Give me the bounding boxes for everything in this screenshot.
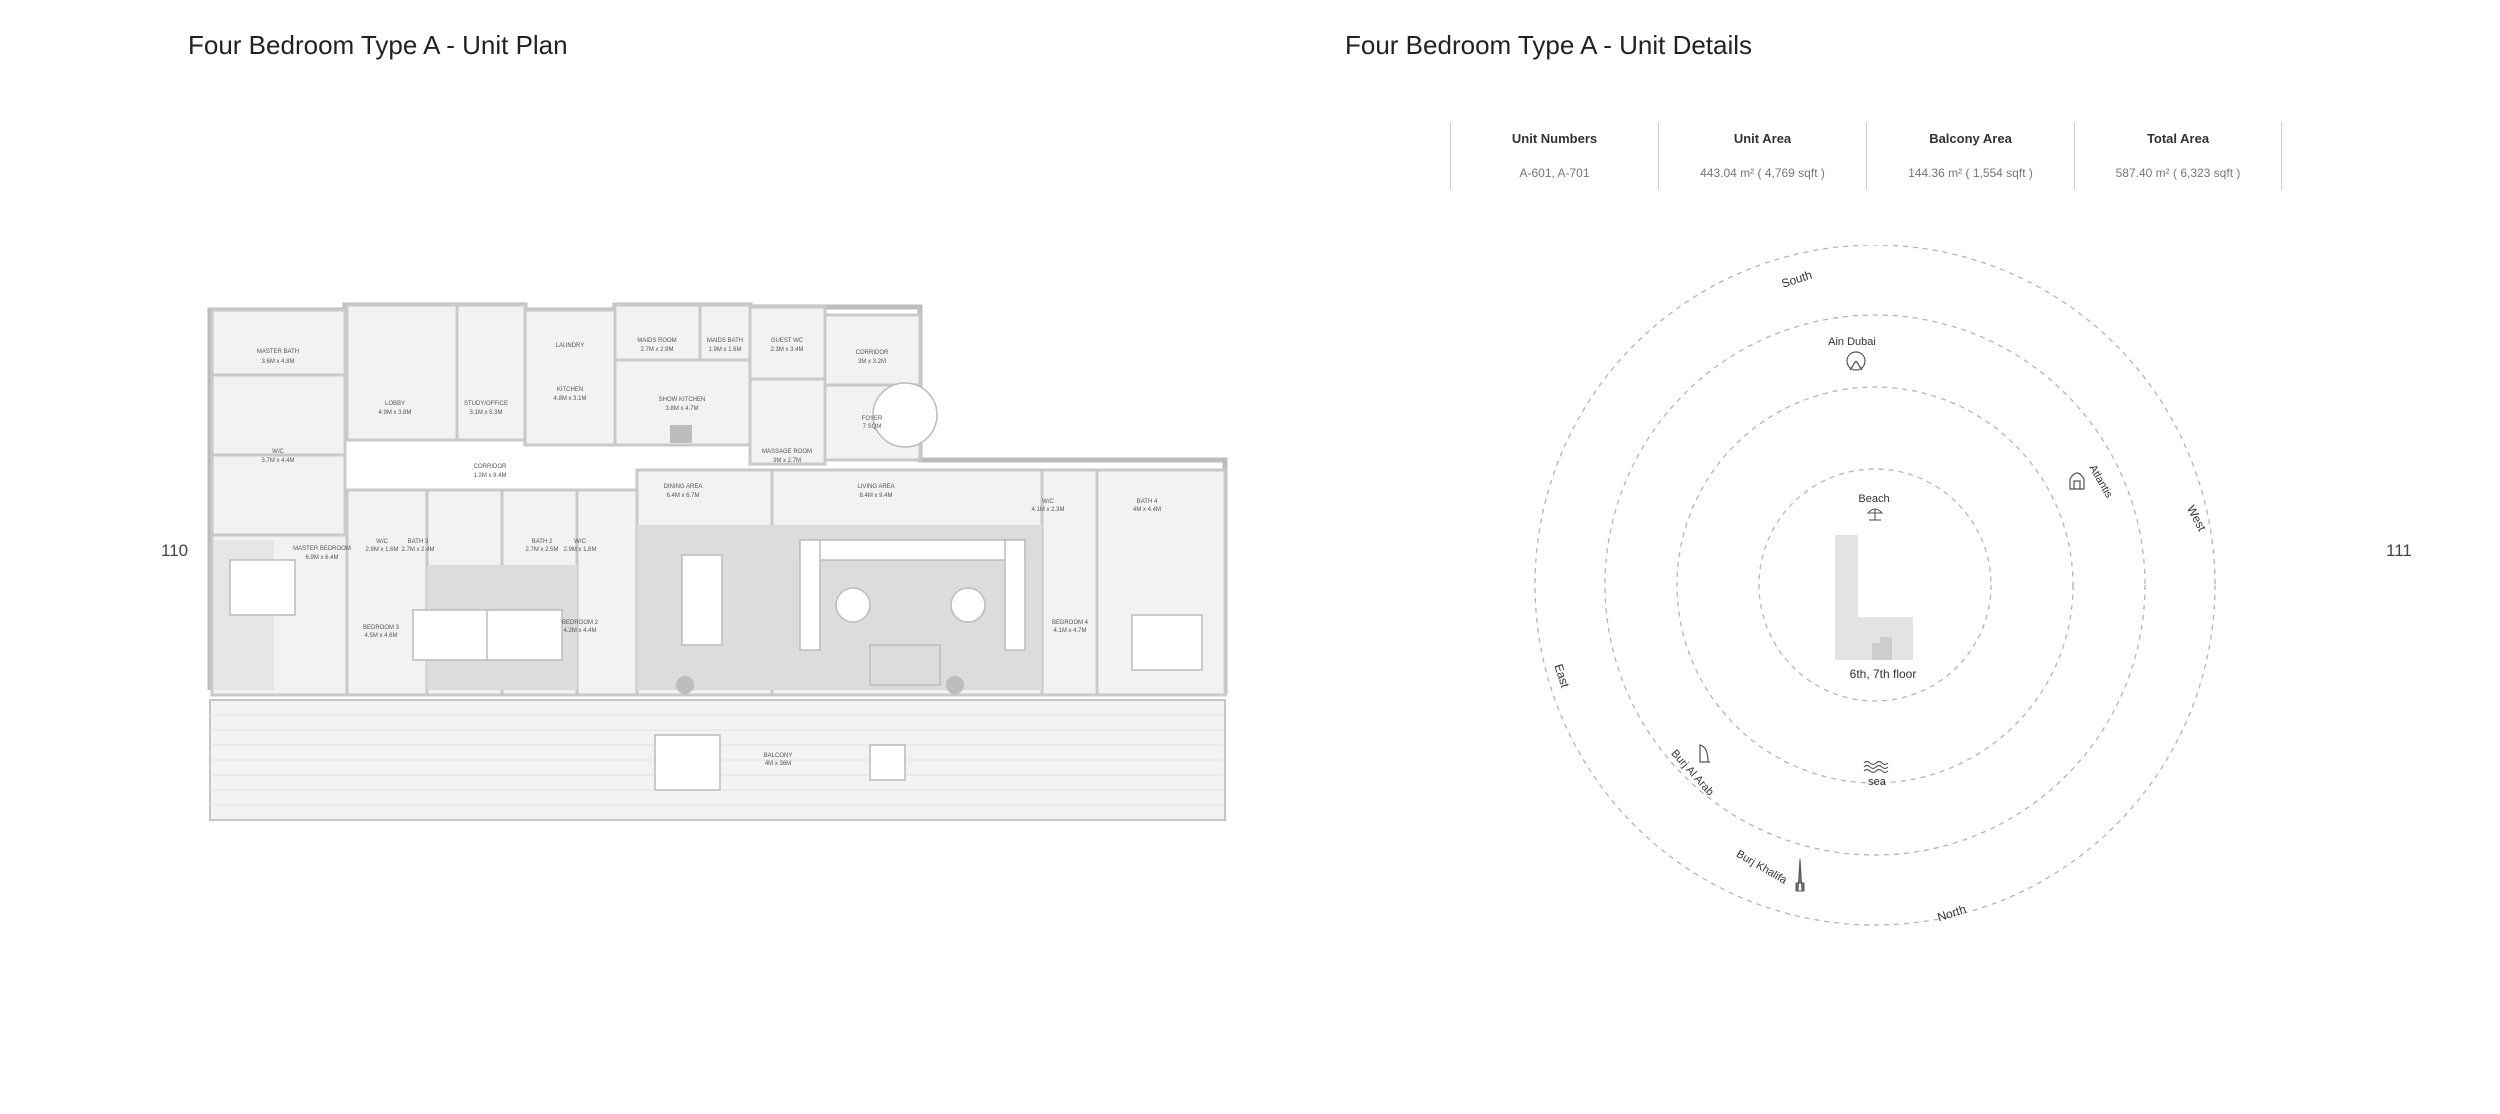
- room-label: W/C: [376, 539, 388, 545]
- room-label: STUDY/OFFICE: [464, 401, 508, 407]
- column-value: 443.04 m² ( 4,769 sqft ): [1700, 166, 1825, 180]
- room-size: 2.3M x 3.4M: [770, 347, 803, 353]
- room-label: FOYER: [862, 416, 883, 422]
- room-size: 3M x 2.7M: [773, 458, 801, 464]
- atlantis-icon: [2069, 472, 2085, 490]
- unit-details-table: Unit Numbers A-601, A-701 Unit Area 443.…: [1450, 122, 2282, 190]
- column-header: Balcony Area: [1929, 131, 2012, 146]
- room-label: LIVING AREA: [857, 484, 894, 490]
- direction-east: East: [1551, 662, 1572, 690]
- room-size: 4.5M x 4.6M: [364, 633, 397, 639]
- room-label: SHOW KITCHEN: [659, 397, 706, 403]
- sea-waves-icon: [1863, 760, 1889, 774]
- room-label: BALCONY: [764, 753, 793, 759]
- room-size: 1.9M x 1.6M: [708, 347, 741, 353]
- landmark-ain-dubai: Ain Dubai: [1828, 336, 1876, 348]
- room-size: 2.9M x 1.8M: [563, 547, 596, 553]
- floor-label: 6th, 7th floor: [1850, 667, 1917, 681]
- beach-umbrella-icon: [1866, 508, 1884, 521]
- room-label: MASTER BATH: [257, 349, 299, 355]
- room-label: BEDROOM 2: [562, 620, 599, 626]
- landmark-sea: sea: [1868, 776, 1887, 788]
- room-label: BATH 4: [1137, 499, 1158, 505]
- room-size: 6.9M x 6.4M: [305, 555, 338, 561]
- burj-al-arab-icon: [1699, 744, 1710, 763]
- room-size: 8.4M x 9.4M: [859, 493, 892, 499]
- details-column: Balcony Area 144.36 m² ( 1,554 sqft ): [1866, 122, 2074, 190]
- unit-plan-title: Four Bedroom Type A - Unit Plan: [188, 30, 568, 60]
- column-header: Unit Area: [1733, 131, 1792, 146]
- room-label: MAIDS BATH: [707, 338, 743, 344]
- column-header: Total Area: [2146, 131, 2210, 146]
- room-label: GUEST WC: [771, 338, 804, 344]
- room-size: 3.8M x 4.7M: [665, 406, 698, 412]
- room-label: KITCHEN: [557, 387, 583, 393]
- landmark-burj-al-arab: Burj Al Arab: [1669, 748, 1716, 799]
- room-size: 3.6M x 4.8M: [261, 359, 294, 365]
- room-label: CORRIDOR: [474, 464, 507, 470]
- ferris-wheel-icon: [1846, 351, 1866, 371]
- room-label: LAUNDRY: [556, 343, 585, 349]
- room-size: 1.2M x 9.4M: [473, 473, 506, 479]
- room-size: 2.7M x 2.4M: [401, 547, 434, 553]
- right-page-number: 111: [2386, 541, 2412, 560]
- room-label: LOBBY: [385, 401, 405, 407]
- direction-west: West: [2184, 503, 2209, 534]
- room-label: BATH 2: [532, 539, 553, 545]
- room-label: W/C: [272, 449, 284, 455]
- column-value: 587.40 m² ( 6,323 sqft ): [2115, 166, 2241, 180]
- room-label: MASSAGE ROOM: [762, 449, 812, 455]
- room-size: 7 SQM: [863, 424, 882, 430]
- room-label: CORRIDOR: [856, 350, 889, 356]
- column-header: Unit Numbers: [1511, 131, 1598, 146]
- room-label: BEDROOM 4: [1052, 620, 1089, 626]
- room-label: BATH 3: [408, 539, 429, 545]
- room-size: 2.9M x 1.6M: [365, 547, 398, 553]
- room-size: 3.7M x 4.4M: [261, 458, 294, 464]
- room-label: DINING AREA: [664, 484, 703, 490]
- room-size: 4M x 36M: [765, 761, 791, 767]
- room-label: MAIDS ROOM: [637, 338, 676, 344]
- room-size: 3M x 3.2M: [858, 359, 886, 365]
- direction-north: North: [1936, 902, 1968, 924]
- details-column: Unit Area 443.04 m² ( 4,769 sqft ): [1658, 122, 1866, 190]
- room-size: 4M x 4.4M: [1133, 507, 1161, 513]
- landmark-burj-khalifa: Burj Khalifa: [1734, 848, 1789, 887]
- unit-details-title: Four Bedroom Type A - Unit Details: [1345, 30, 1753, 60]
- left-page-number: 110: [161, 541, 189, 560]
- room-size: 4.1M x 2.3M: [1031, 507, 1064, 513]
- landmark-beach: Beach: [1858, 493, 1889, 505]
- room-size: 2.7M x 2.9M: [640, 347, 673, 353]
- room-size: 2.7M x 2.5M: [525, 547, 558, 553]
- floor-plan: MASTER BATH 3.6M x 4.8M LOBBY 4.9M x 3.8…: [207, 302, 1228, 821]
- room-label: W/C: [574, 539, 586, 545]
- direction-south: South: [1780, 268, 1814, 291]
- landmark-atlantis: Atlantis: [2086, 463, 2115, 501]
- room-label: 4.9M x 3.8M: [378, 410, 411, 416]
- room-size: 6.4M x 6.7M: [666, 493, 699, 499]
- room-size: 4.2M x 4.4M: [563, 628, 596, 634]
- details-column: Total Area 587.40 m² ( 6,323 sqft ): [2074, 122, 2282, 190]
- orientation-diagram: 6th, 7th floor South West North East Ain…: [1534, 245, 2216, 926]
- burj-khalifa-icon: [1795, 858, 1805, 892]
- room-label: W/C: [1042, 499, 1054, 505]
- room-size: 4.8M x 3.1M: [553, 396, 586, 402]
- building-footprint: [1835, 535, 1913, 660]
- room-size: 4.1M x 4.7M: [1053, 628, 1086, 634]
- room-size: 3.1M x 5.3M: [469, 410, 502, 416]
- room-label: MASTER BEDROOM: [293, 546, 351, 552]
- column-value: 144.36 m² ( 1,554 sqft ): [1908, 166, 2033, 180]
- column-value: A-601, A-701: [1519, 166, 1590, 180]
- room-label: BEDROOM 3: [363, 625, 400, 631]
- details-column: Unit Numbers A-601, A-701: [1450, 122, 1658, 190]
